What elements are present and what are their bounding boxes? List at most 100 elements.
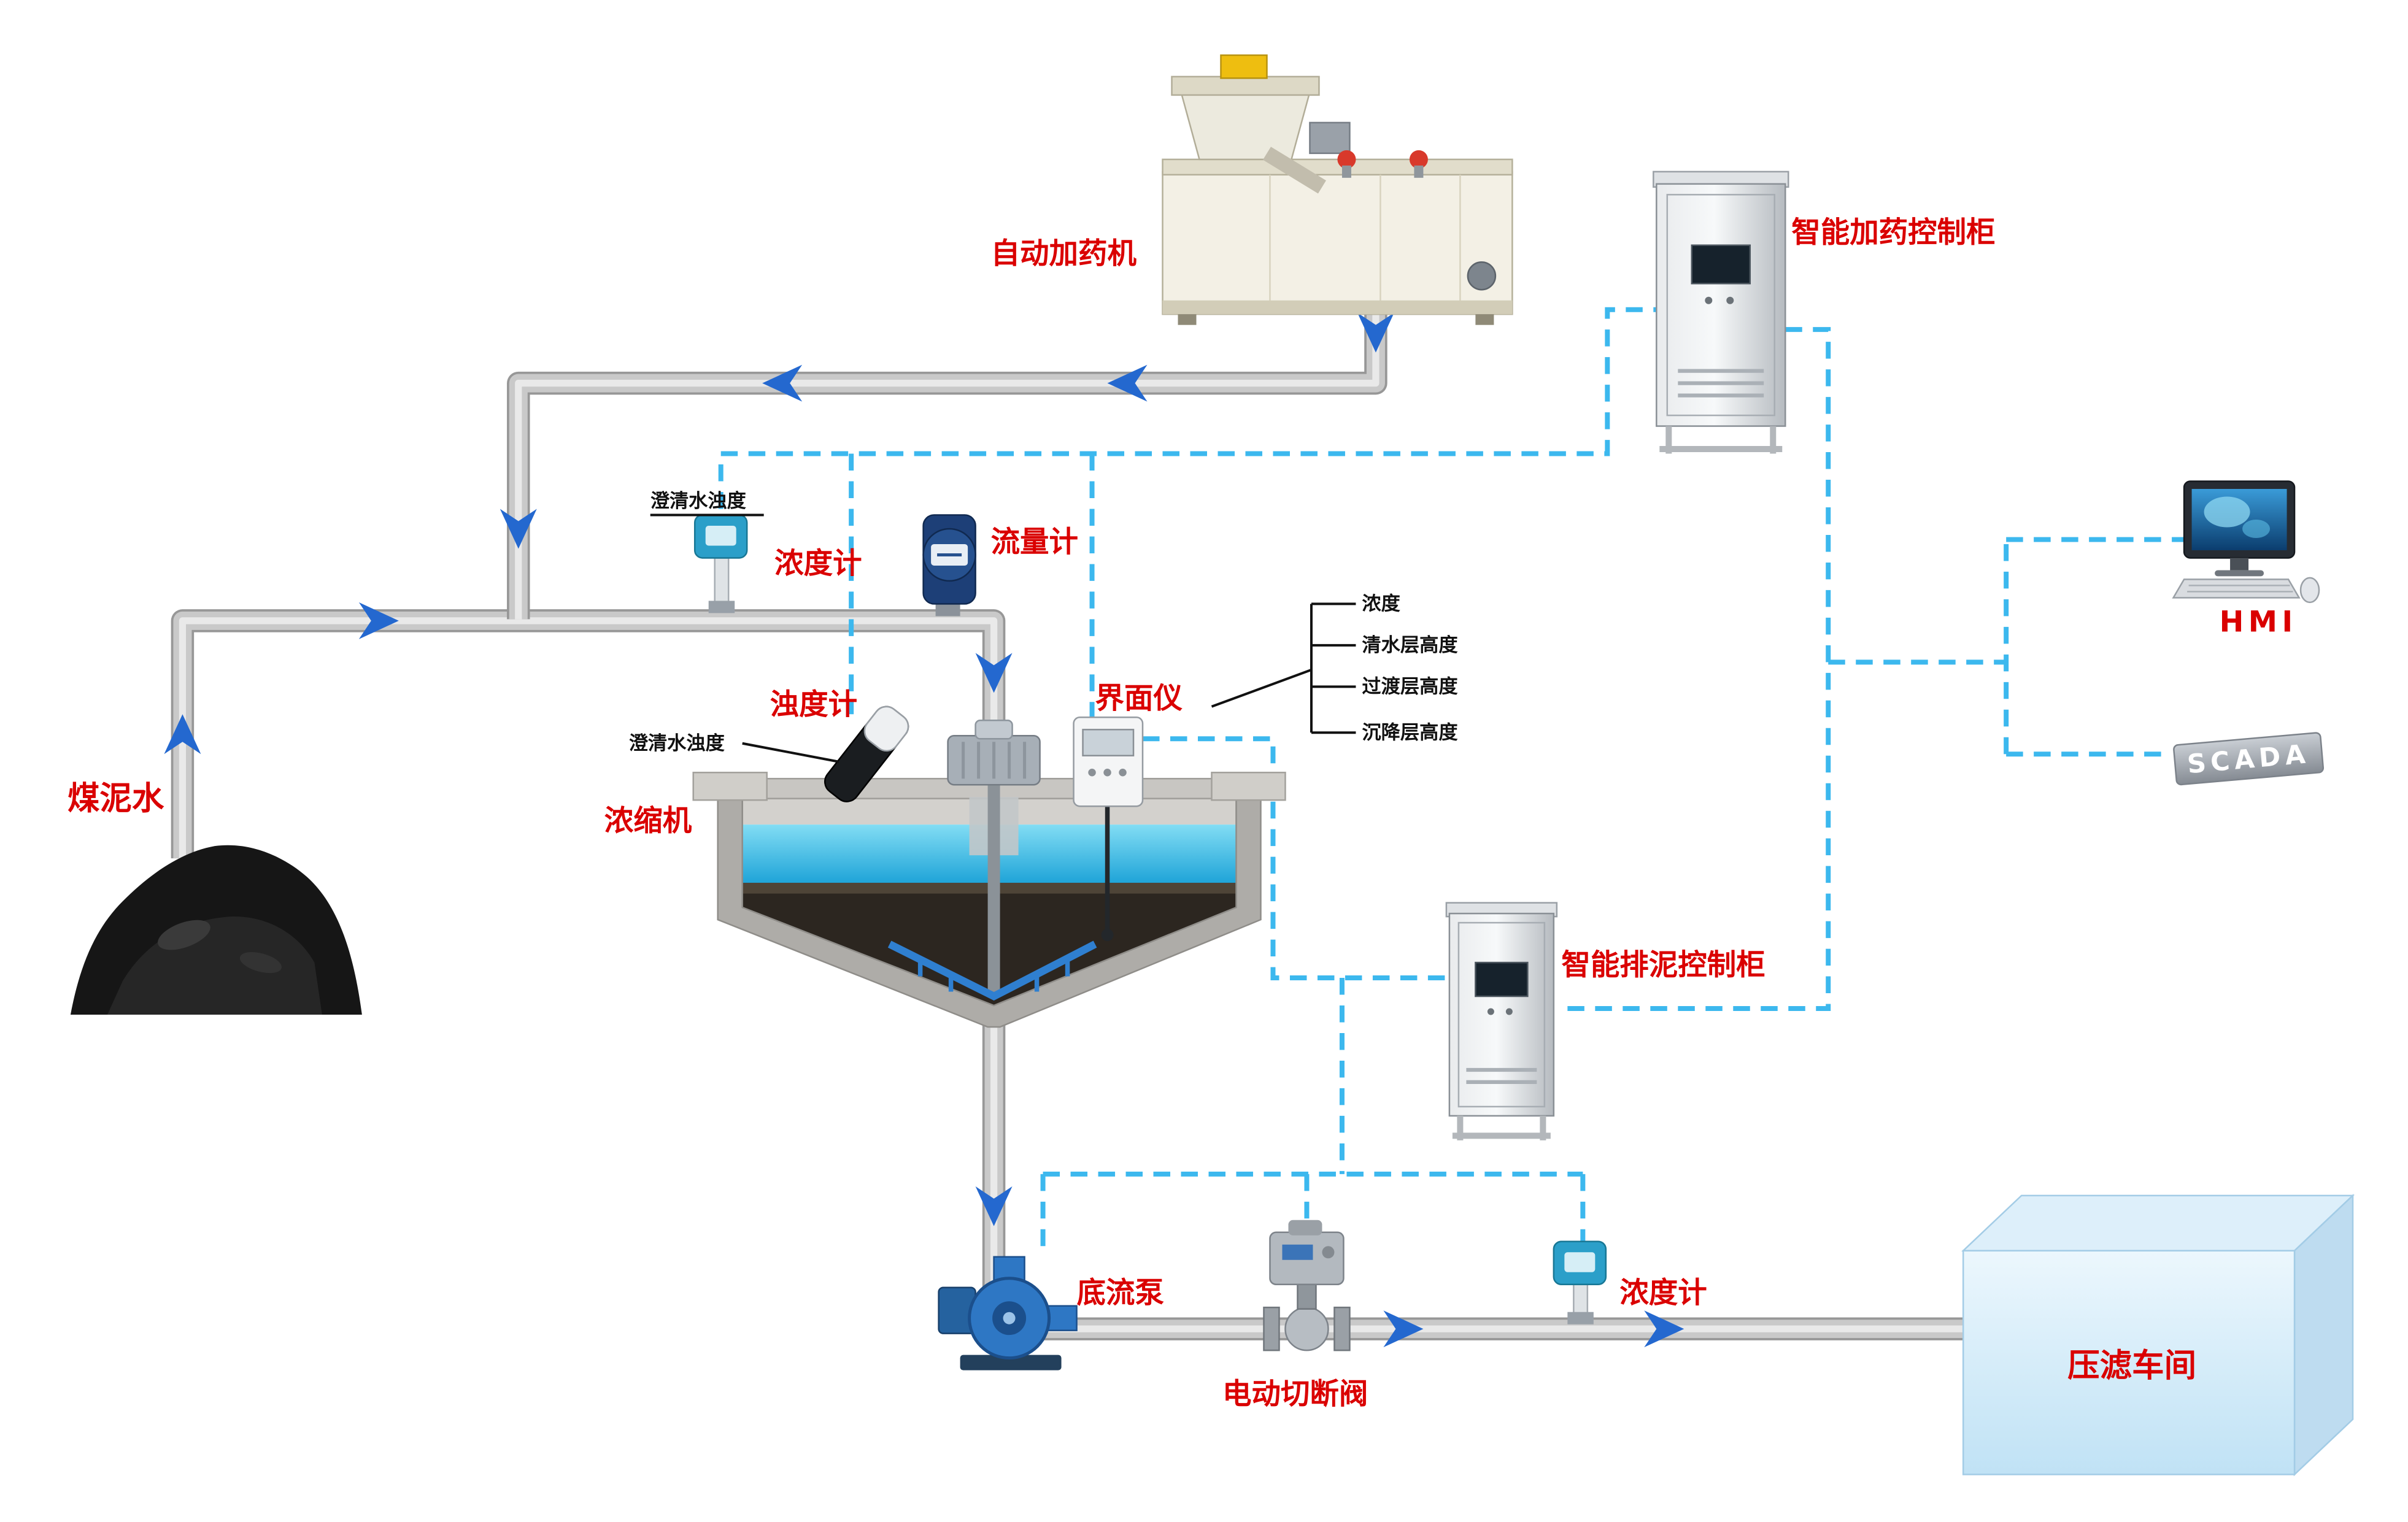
concentration-meter-top: [693, 514, 748, 613]
rake-shaft: [987, 766, 1000, 994]
interface-output-bracket: [1211, 602, 1356, 734]
hmi-label: HMI: [2220, 605, 2298, 639]
valve-body: [1284, 1306, 1329, 1351]
turbidity-cap: [863, 705, 909, 752]
cabinet-screen: [1691, 244, 1751, 285]
signal-top-sensor-bus: [718, 307, 1660, 509]
interface-output-clear-layer: 清水层高度: [1362, 634, 1458, 656]
cabinet-door: [1666, 194, 1776, 417]
interface-screen: [1082, 729, 1135, 757]
flow-arrow-right-discharge-1: [1383, 1310, 1424, 1348]
flow-meter: [922, 514, 976, 617]
doser-hopper: [1179, 91, 1311, 161]
flow-arrow-right-discharge-2: [1644, 1310, 1684, 1348]
screen-globe: [2204, 496, 2250, 528]
screen-globe-2: [2242, 519, 2271, 538]
thickener-tank: [692, 720, 1286, 1028]
underflow-pump-label: 底流泵: [1077, 1277, 1165, 1310]
auto-dosing-machine: [1162, 54, 1513, 325]
sensor-display: [1564, 1252, 1596, 1272]
workshop-roof: [1961, 1194, 2355, 1252]
pipe-highlight: [515, 257, 1380, 620]
doser-leg-1: [1178, 314, 1197, 325]
flow-arrow-left-dosing-1: [762, 364, 803, 402]
interface-output-concentration: 浓度: [1362, 593, 1400, 615]
doser-top-edge: [1162, 158, 1513, 176]
rake-teeth: [917, 961, 1070, 992]
pump-base: [960, 1355, 1062, 1370]
doser-valve-wheel-2: [1409, 150, 1428, 169]
annotation-lines: [650, 513, 1356, 763]
dosing-control-cabinet: [1653, 171, 1789, 454]
signal-interface-to-mud-cabinet: [1143, 736, 1446, 981]
interface-meter: [1073, 717, 1144, 942]
flow-arrow-up-riser: [164, 714, 201, 755]
sensor-collar: [1567, 1312, 1594, 1324]
electric-shutoff-valve: [1263, 1220, 1351, 1351]
turbidity-mid-leader: [742, 742, 839, 763]
scada-plate: [2173, 732, 2325, 786]
electric-valve-label: 电动切断阀: [1222, 1378, 1368, 1412]
flow-arrow-down-machine-out: [1357, 312, 1394, 353]
interface-key-3: [1119, 768, 1127, 777]
dosing-control-cabinet-label: 智能加药控制柜: [1791, 216, 1995, 250]
valve-flange-right: [1333, 1306, 1351, 1351]
doser-base-strip: [1162, 300, 1513, 315]
tank-rim-cap-left: [692, 771, 768, 801]
cabinet-body: [1656, 183, 1786, 427]
filter-press-workshop: 压滤车间: [1961, 1193, 2355, 1477]
scada-badge: SCADA: [2173, 732, 2325, 786]
workshop-label: 压滤车间: [2067, 1347, 2196, 1385]
thickener-label: 浓缩机: [604, 804, 692, 838]
signal-mud-device-bus: [1040, 978, 1586, 1251]
interface-output-settling-layer: 沉降层高度: [1362, 721, 1458, 744]
flow-arrow-left-dosing-2: [1107, 364, 1148, 402]
valve-actuator-label: [1282, 1244, 1313, 1260]
doser-body: [1162, 171, 1513, 315]
rake-arms: [887, 940, 1097, 1001]
doser-hopper-rim: [1171, 75, 1320, 96]
mud-control-cabinet: [1445, 902, 1558, 1140]
keyboard: [2172, 578, 2301, 599]
concentration-meter-bottom: [1553, 1240, 1607, 1324]
flow-arrow-down-feed: [975, 653, 1013, 693]
sensor-collar: [708, 601, 735, 613]
cabinet-button-1: [1705, 296, 1713, 304]
interface-key-1: [1088, 768, 1096, 777]
valve-actuator-knob: [1322, 1246, 1335, 1259]
doser-leg-2: [1475, 314, 1494, 325]
coal-slurry-label: 煤泥水: [68, 780, 164, 817]
cabinet-button-2: [1726, 296, 1734, 304]
interface-probe-tip: [1101, 929, 1114, 942]
drive-cap: [974, 720, 1013, 740]
doser-yellow-cap: [1220, 54, 1268, 79]
flow-meter-label: 流量计: [991, 525, 1078, 559]
doser-side-pump: [1467, 261, 1497, 291]
hmi-workstation: HMI: [2172, 480, 2320, 639]
sensor-display: [705, 525, 736, 546]
doser-valve-wheel-1: [1337, 150, 1356, 169]
monitor-neck: [2230, 558, 2249, 571]
underflow-pump: [938, 1256, 1078, 1370]
monitor-base: [2215, 570, 2264, 577]
interface-output-transition-layer: 过渡层高度: [1362, 675, 1458, 698]
interface-key-2: [1103, 768, 1111, 777]
cabinet-stand: [1659, 426, 1783, 454]
auto-dosing-machine-label: 自动加药机: [991, 237, 1137, 271]
flow-arrows: [164, 312, 1684, 1348]
doser-screw-conveyor: [1262, 147, 1326, 194]
flow-arrow-right-main: [358, 602, 399, 639]
interface-meter-label: 界面仪: [1095, 682, 1183, 715]
cabinet-door: [1457, 921, 1546, 1108]
turbidity-meter: [824, 705, 909, 802]
pipe-chemical-dosing: [507, 257, 1387, 620]
signal-dosing-cabinet-trunk: [1556, 327, 1831, 1012]
cabinet-body: [1448, 912, 1555, 1117]
cabinet-stand: [1452, 1115, 1551, 1140]
doser-valve-stem-2: [1414, 165, 1424, 178]
signal-lines: [718, 307, 2188, 1251]
turbidity-meter-label: 浊度计: [770, 688, 857, 721]
tank-rim-cap-right: [1211, 771, 1286, 801]
